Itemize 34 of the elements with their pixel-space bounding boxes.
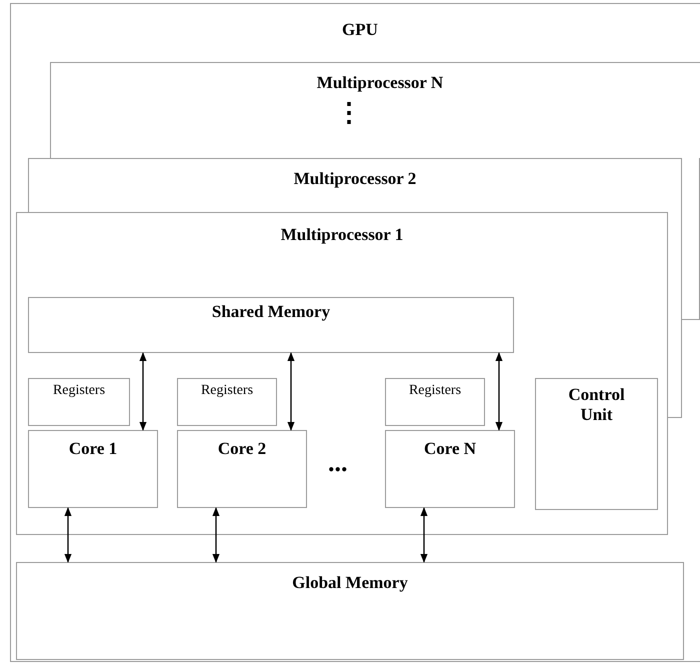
multiprocessor-panel — [50, 62, 700, 158]
arrow — [212, 507, 220, 563]
panel-title: Multiprocessor N — [316, 73, 444, 93]
register-box — [28, 378, 130, 426]
panel-title: Multiprocessor 1 — [280, 225, 404, 245]
box-label: Global Memory — [291, 573, 409, 593]
box-label: Shared Memory — [210, 302, 332, 322]
box-label: Control Unit — [567, 385, 626, 425]
memory-box — [16, 562, 684, 660]
core-box — [385, 430, 515, 508]
box-label: Core 2 — [216, 439, 268, 459]
ellipsis-mark: ... — [328, 450, 348, 476]
multiprocessor-panel — [16, 212, 668, 535]
box-label: Core N — [422, 439, 478, 459]
core-box — [177, 430, 307, 508]
box-label: Registers — [52, 383, 106, 399]
core-box — [28, 430, 158, 508]
control-unit-box — [535, 378, 658, 510]
memory-box — [28, 297, 514, 353]
arrow — [287, 352, 295, 431]
arrow — [420, 507, 428, 563]
box-label: Core 1 — [68, 439, 118, 459]
panel-title: Multiprocessor 2 — [292, 169, 418, 189]
ellipsis-mark: ⋮ — [336, 100, 362, 126]
box-label: Registers — [408, 383, 462, 399]
register-box — [385, 378, 485, 426]
register-box — [177, 378, 277, 426]
arrow — [495, 352, 503, 431]
gpu-panel — [10, 3, 700, 662]
arrow — [139, 352, 147, 431]
panel-title: GPU — [341, 20, 379, 40]
arrow — [64, 507, 72, 563]
multiprocessor-panel — [28, 158, 682, 212]
box-label: Registers — [200, 383, 254, 399]
